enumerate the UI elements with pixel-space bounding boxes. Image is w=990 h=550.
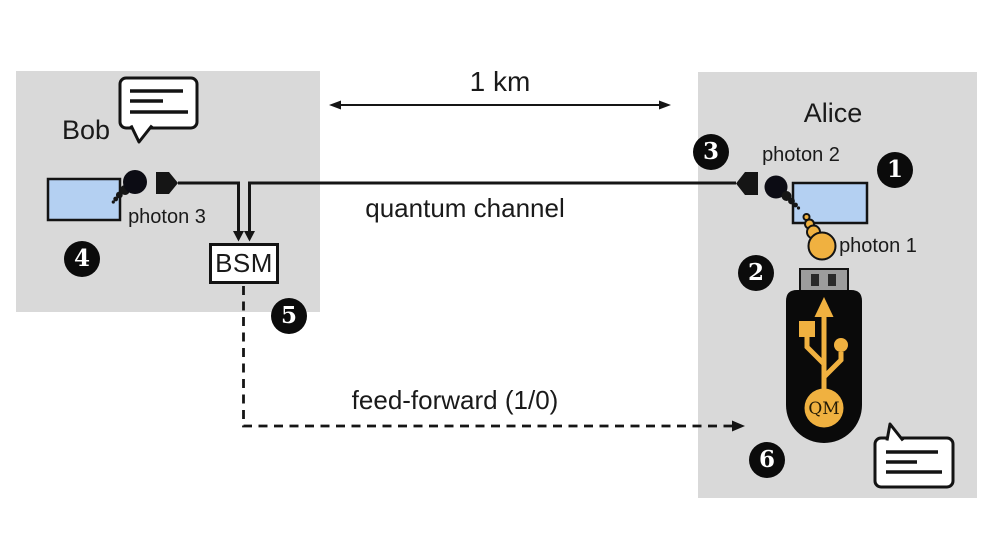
step-badge-3: 3 [693, 134, 729, 170]
bob-message-icon [118, 76, 199, 144]
bob-crystal [46, 177, 122, 222]
feed-forward-label: feed-forward (1/0) [351, 385, 559, 415]
quantum-channel-label: quantum channel [365, 193, 565, 223]
step-badge-2: 2 [738, 255, 774, 291]
usb-trident-icon [799, 297, 848, 392]
alice-fiber-coupler-icon [736, 172, 758, 195]
photon1-label: photon 1 [839, 235, 917, 257]
qm-circle [804, 388, 844, 428]
step-badge-4: 4 [64, 241, 100, 277]
distance-label: 1 km [469, 66, 531, 97]
feed-forward-line [242, 286, 745, 432]
bsm-box: BSM [209, 243, 279, 284]
photon2-label: photon 2 [762, 144, 840, 166]
photon1-icon [802, 213, 837, 261]
alice-message-icon [873, 422, 955, 489]
photon2-icon [764, 175, 801, 210]
alice-label: Alice [803, 98, 863, 128]
step-badge-1: 1 [877, 152, 913, 188]
bsm-label: BSM [215, 248, 273, 278]
bob-fiber-line [178, 181, 244, 242]
quantum-memory-usb-icon: QM [786, 268, 862, 443]
bob-label: Bob [61, 115, 111, 145]
photon3-label: photon 3 [128, 206, 206, 228]
distance-arrow [329, 100, 671, 110]
photon3-icon [111, 170, 147, 204]
usb-plug [799, 268, 849, 293]
step-badge-6: 6 [749, 442, 785, 478]
quantum-channel-line [244, 181, 736, 242]
step-badge-5: 5 [271, 298, 307, 334]
bob-fiber-coupler-icon [156, 172, 178, 194]
qm-label: QM [808, 399, 839, 419]
